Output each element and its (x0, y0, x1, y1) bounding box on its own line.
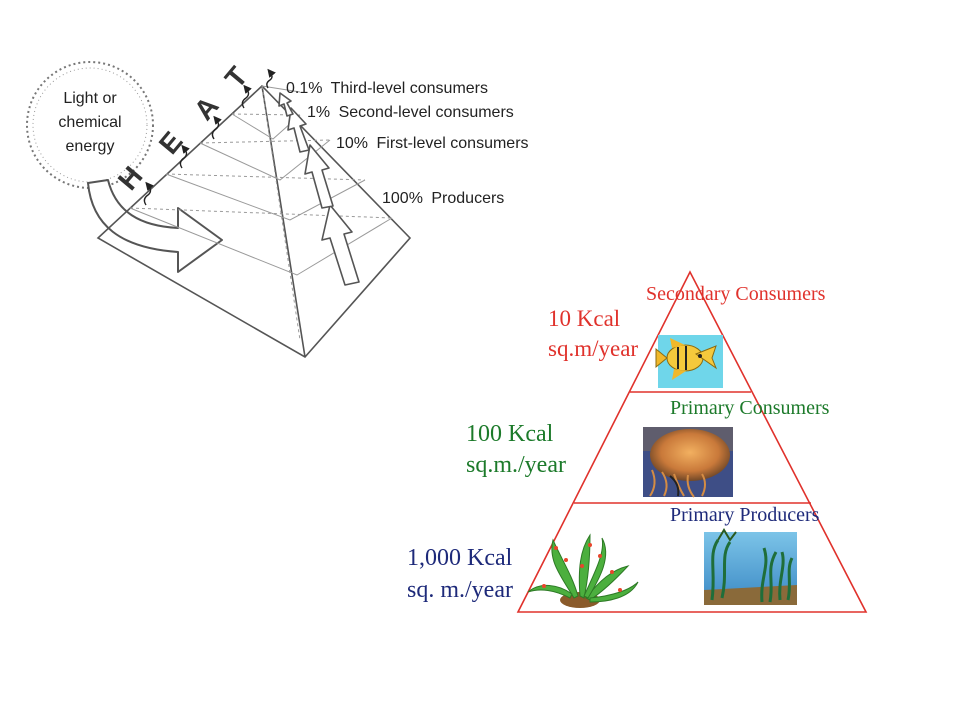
heat-letter-e: E (153, 126, 189, 160)
energy-flow-arrows (278, 92, 360, 286)
level-name: First-level consumers (376, 135, 528, 152)
heat-letter-t: T (219, 61, 254, 94)
level-percent: 1% (307, 104, 330, 121)
level-name: Producers (431, 190, 504, 207)
trophic-pyramid: Secondary Consumers Primary Consumers Pr… (407, 270, 868, 613)
level-label-third: 0.1% Third-level consumers (286, 80, 488, 97)
algae-illustration (527, 533, 639, 608)
energy-input-arrow (87, 179, 223, 273)
tier-title-secondary-consumers: Secondary Consumers (646, 283, 826, 305)
tier-title-primary-producers: Primary Producers (670, 504, 820, 526)
energy-source-label-line3: energy (66, 138, 115, 155)
svg-text:100% Producers: 100% Producers (382, 190, 504, 207)
energy-label-middle-line1: 100 Kcal (466, 421, 554, 447)
level-name: Third-level consumers (331, 80, 488, 97)
svg-text:10% First-level cons: 10% First-level consumers (336, 135, 529, 152)
energy-source-label-line1: Light or (63, 90, 117, 107)
jellyfish-photo (643, 427, 733, 498)
energy-label-top-line2: sq.m/year (548, 336, 638, 361)
svg-text:1% Second-level cons: 1% Second-level consumers (307, 104, 514, 121)
level-label-producers: 100% Producers (382, 190, 504, 207)
heat-letter-a: A (188, 90, 225, 125)
heat-loss-arrows (143, 68, 276, 206)
energy-source-label-line2: chemical (58, 114, 121, 131)
triangle-outline (516, 270, 868, 613)
energy-label-top-line1: 10 Kcal (548, 306, 620, 331)
svg-text:0.1% Third-level con: 0.1% Third-level consumers (286, 80, 488, 97)
energy-label-bottom-line1: 1,000 Kcal (407, 545, 513, 571)
level-label-first: 10% First-level consumers (336, 135, 529, 152)
seagrass-illustration (704, 528, 797, 605)
level-percent: 100% (382, 190, 423, 207)
tier-title-primary-consumers: Primary Consumers (670, 397, 830, 419)
fish-icon (655, 335, 723, 388)
energy-pyramid-3d: Light or chemical energy (26, 61, 529, 359)
level-percent: 0.1% (286, 80, 322, 97)
pyramid-level-labels: 0.1% Third-level consumers 1% Second-lev… (286, 80, 529, 207)
energy-label-bottom-line2: sq. m./year (407, 577, 513, 603)
energy-label-middle-line2: sq.m./year (466, 452, 566, 478)
energy-source-circle: Light or chemical energy (26, 61, 154, 189)
level-label-second: 1% Second-level consumers (307, 104, 514, 121)
level-name: Second-level consumers (339, 104, 514, 121)
level-percent: 10% (336, 135, 368, 152)
